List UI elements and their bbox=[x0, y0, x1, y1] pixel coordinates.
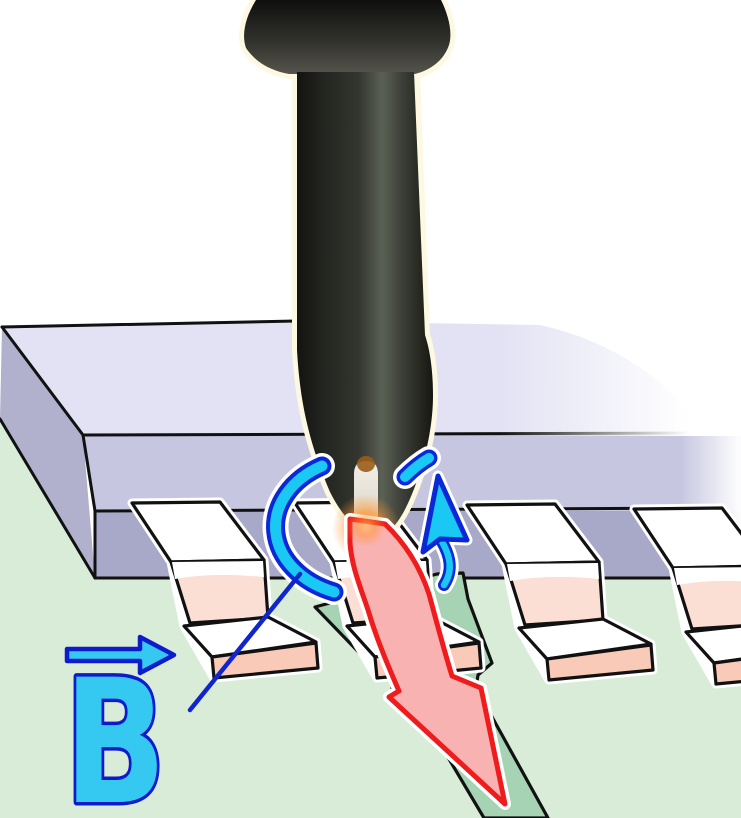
probe bbox=[239, 0, 456, 536]
probe-slot-heat-spot bbox=[357, 456, 375, 472]
field-arc-segment bbox=[400, 453, 434, 482]
field-arrow-tail bbox=[437, 536, 453, 589]
b-field-label: B bbox=[64, 644, 166, 818]
chip-side-face bbox=[0, 327, 95, 578]
current-arrow bbox=[344, 513, 511, 810]
b-field-vector-label: B bbox=[61, 634, 177, 818]
b-vector-arrow-icon bbox=[64, 634, 177, 676]
field-arrowhead bbox=[420, 473, 470, 555]
field-arc-left bbox=[270, 460, 340, 598]
b-pointer-line bbox=[187, 571, 303, 713]
tip-glow-overlay bbox=[346, 507, 386, 547]
chip-fade-right bbox=[680, 283, 741, 540]
magnetic-field-ring-arrow bbox=[262, 446, 473, 605]
probe-cap bbox=[244, 0, 451, 74]
probe-shaft bbox=[297, 72, 433, 531]
